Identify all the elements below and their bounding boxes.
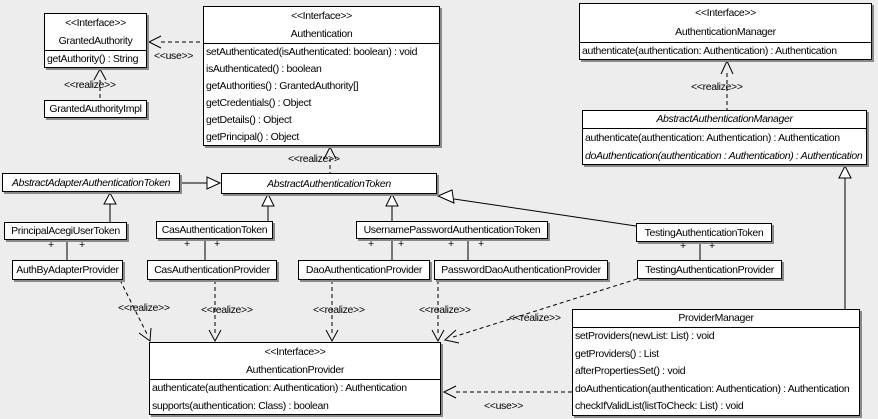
- realize-label: <<realize>>: [201, 304, 253, 316]
- arrowhead: [442, 385, 457, 399]
- class-name: TestingAuthenticationProvider: [645, 263, 774, 276]
- class-authentication: <<Interface>> Authentication setAuthenti…: [203, 6, 440, 146]
- class-method: doAuthentication(authentication: Authent…: [575, 382, 850, 395]
- use-label: <<use>>: [154, 50, 194, 62]
- class-name: AbstractAuthenticationToken: [267, 177, 391, 190]
- class-stereotype: <<Interface>>: [695, 7, 756, 19]
- class-method: isAuthenticated() : boolean: [206, 63, 322, 75]
- class-name: CasAuthenticationProvider: [154, 264, 270, 276]
- multiplicity-plus: +: [680, 240, 686, 252]
- class-name: AbstractAuthenticationManager: [656, 113, 793, 125]
- class-granted-authority-impl: GrantedAuthorityImpl: [44, 100, 147, 118]
- class-abstract-authentication-manager: AbstractAuthenticationManager authentica…: [582, 110, 867, 165]
- class-testing-authentication-provider: TestingAuthenticationProvider: [637, 260, 782, 279]
- multiplicity-plus: +: [448, 238, 454, 250]
- arrowhead: [720, 59, 734, 75]
- realize-authbyadapter-to-provider: [119, 279, 149, 337]
- use-label: <<use>>: [484, 400, 524, 412]
- class-name: PasswordDaoAuthenticationProvider: [441, 264, 601, 276]
- multiplicity-plus: +: [48, 239, 54, 251]
- arrowhead: [147, 35, 162, 49]
- generalization-cas-token-to-abstract-token: [261, 192, 275, 221]
- class-method: supports(authentication: Class) : boolea…: [152, 399, 329, 412]
- class-name: DaoAuthenticationProvider: [305, 264, 423, 276]
- class-auth-by-adapter-provider: AuthByAdapterProvider: [12, 260, 123, 280]
- multiplicity-plus: +: [184, 238, 190, 250]
- arrowhead: [443, 329, 460, 344]
- class-name: TestingAuthenticationToken: [644, 226, 764, 239]
- class-method: authenticate(authentication: Authenticat…: [152, 382, 407, 394]
- class-method: getDetails() : Object: [206, 114, 292, 126]
- arrowhead: [325, 329, 339, 343]
- class-abstract-adapter-authentication-token: AbstractAdapterAuthenticationToken: [2, 173, 180, 192]
- class-method: doAuthentication(authentication : Authen…: [585, 150, 863, 162]
- class-method: getAuthorities() : GrantedAuthority[]: [206, 80, 359, 92]
- generalization-testing-token-to-abstract-token: [436, 189, 637, 227]
- class-method: getCredentials() : Object: [206, 97, 312, 109]
- class-principal-acegi-user-token: PrincipalAcegiUserToken: [4, 222, 127, 240]
- realize-label: <<realize>>: [64, 79, 116, 91]
- class-authentication-manager: <<Interface>> AuthenticationManager auth…: [579, 3, 872, 60]
- class-name: AuthenticationProvider: [246, 364, 344, 376]
- class-stereotype: <<Interface>>: [264, 346, 326, 358]
- class-username-password-authentication-token: UsernamePasswordAuthenticationToken: [356, 221, 548, 239]
- class-name: AbstractAdapterAuthenticationToken: [11, 176, 171, 189]
- class-abstract-authentication-token: AbstractAuthenticationToken: [221, 173, 437, 194]
- class-method: getProviders() : List: [575, 347, 659, 360]
- generalization-abstract-adapter-to-abstract-token: [180, 176, 222, 190]
- class-dao-authentication-provider: DaoAuthenticationProvider: [298, 260, 430, 280]
- class-testing-authentication-token: TestingAuthenticationToken: [636, 223, 772, 242]
- multiplicity-plus: +: [398, 238, 404, 250]
- class-method: getPrincipal() : Object: [206, 131, 299, 143]
- realize-label: <<realize>>: [288, 153, 340, 165]
- class-password-dao-authentication-provider: PasswordDaoAuthenticationProvider: [434, 260, 608, 280]
- class-name: UsernamePasswordAuthenticationToken: [363, 224, 541, 236]
- arrowhead: [431, 329, 445, 343]
- multiplicity-plus: +: [214, 238, 220, 250]
- arrowhead: [323, 145, 337, 160]
- multiplicity-plus: +: [368, 238, 374, 250]
- class-method: setAuthenticated(isAuthenticated: boolea…: [206, 46, 418, 58]
- multiplicity-plus: +: [79, 239, 85, 251]
- class-method: checkIfValidList(listToCheck: List) : vo…: [575, 400, 744, 413]
- multiplicity-plus: +: [478, 238, 484, 250]
- arrowhead: [138, 327, 152, 342]
- generalization-principal-to-abstract-adapter-token: [103, 191, 117, 222]
- realize-label: <<realize>>: [118, 302, 170, 314]
- class-method: authenticate(authentication: Authenticat…: [582, 45, 837, 57]
- generalization-provider-manager-to-abstract-manager: [838, 164, 852, 309]
- generalization-username-token-to-abstract-token: [385, 192, 399, 221]
- class-name: AuthByAdapterProvider: [16, 264, 119, 276]
- class-name: Authentication: [290, 28, 353, 40]
- class-name: GrantedAuthority: [58, 35, 133, 47]
- class-stereotype: <<Interface>>: [65, 17, 126, 29]
- class-name: GrantedAuthorityImpl: [49, 103, 142, 115]
- multiplicity-plus: +: [709, 240, 715, 252]
- arrowhead: [93, 67, 107, 81]
- class-provider-manager: ProviderManager setProviders(newList: Li…: [572, 309, 860, 416]
- class-cas-authentication-provider: CasAuthenticationProvider: [147, 260, 277, 280]
- class-stereotype: <<Interface>>: [291, 10, 352, 22]
- arrowhead: [208, 329, 222, 343]
- realize-label: <<realize>>: [509, 312, 561, 324]
- class-name: PrincipalAcegiUserToken: [11, 225, 120, 237]
- class-method: authenticate(authentication: Authenticat…: [585, 132, 840, 144]
- realize-label: <<realize>>: [313, 304, 365, 316]
- class-name: ProviderManager: [678, 312, 754, 324]
- realize-testing-to-provider: [449, 278, 638, 339]
- realize-label: <<realize>>: [691, 81, 743, 93]
- class-method: getAuthority() : String: [47, 53, 139, 65]
- class-cas-authentication-token: CasAuthenticationToken: [156, 221, 273, 239]
- class-method: setProviders(newList: List) : void: [575, 330, 715, 342]
- realize-label: <<realize>>: [419, 304, 471, 316]
- class-granted-authority: <<Interface>> GrantedAuthority getAuthor…: [44, 13, 147, 68]
- class-name: AuthenticationManager: [675, 26, 776, 38]
- class-name: CasAuthenticationToken: [161, 224, 268, 236]
- class-method: afterPropertiesSet() : void: [575, 365, 686, 378]
- class-authentication-provider: <<Interface>> AuthenticationProvider aut…: [149, 342, 441, 415]
